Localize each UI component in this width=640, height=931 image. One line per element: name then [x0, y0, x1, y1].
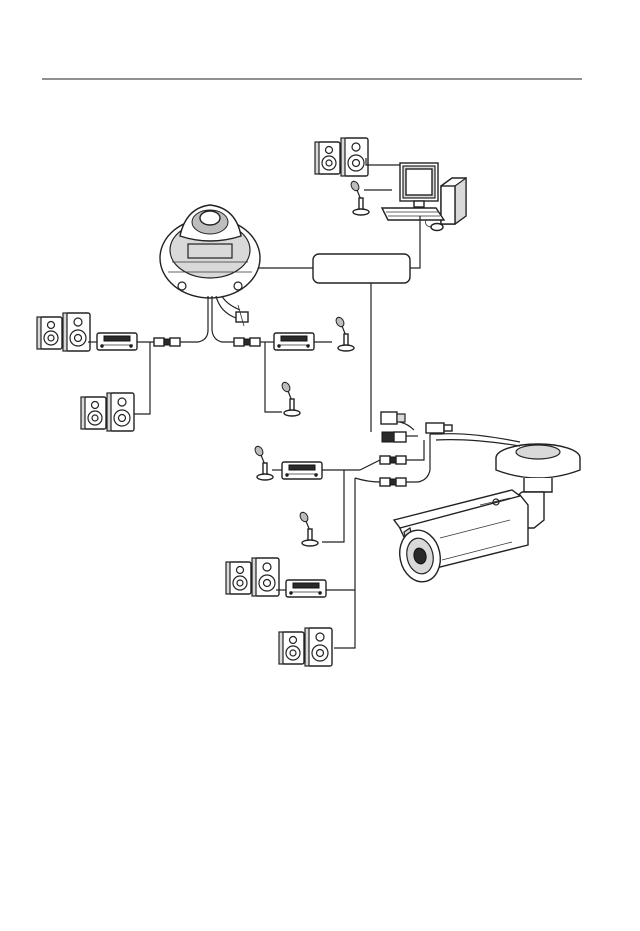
pc-speakers [315, 138, 368, 176]
dome-cable-harness [180, 296, 248, 342]
line-out-speaker-cable [134, 342, 150, 414]
pc-monitor [400, 163, 438, 207]
pc-network-cable [410, 216, 420, 268]
rj45-connector [381, 412, 405, 424]
amplifier-left [97, 333, 137, 350]
audio-in-link [360, 460, 380, 470]
mic-line-in-cable [322, 470, 344, 542]
bullet-rca-audio-in [380, 456, 406, 464]
bullet-speakers-bottom [279, 628, 332, 666]
speakers-left-bottom [81, 393, 134, 431]
amplifier-right [274, 333, 314, 350]
power-connector [426, 423, 452, 433]
keyboard [382, 208, 444, 220]
speakers-left-top [37, 313, 90, 351]
pc-speaker-cable [366, 158, 400, 165]
bullet-amplifier-bottom [286, 580, 326, 597]
microphone-center [280, 381, 300, 416]
bullet-rca-audio-out [380, 478, 406, 486]
rca-audio-in-connector [234, 338, 260, 346]
pc-tower [441, 178, 466, 224]
line-in-mic-cable [265, 342, 282, 412]
bullet-camera [394, 444, 580, 586]
rca-audio-out-connector [154, 338, 180, 346]
dome-camera [160, 205, 260, 298]
bullet-speakers-top [226, 558, 279, 596]
bullet-microphone-top [253, 445, 273, 480]
audio-out-link [355, 478, 380, 482]
bullet-microphone-bottom [298, 511, 318, 546]
microphone-right [334, 316, 354, 351]
network-hub [313, 254, 410, 283]
pc-microphone [349, 180, 369, 215]
bullet-network-connector [382, 432, 406, 442]
bullet-amplifier-top [282, 462, 322, 479]
